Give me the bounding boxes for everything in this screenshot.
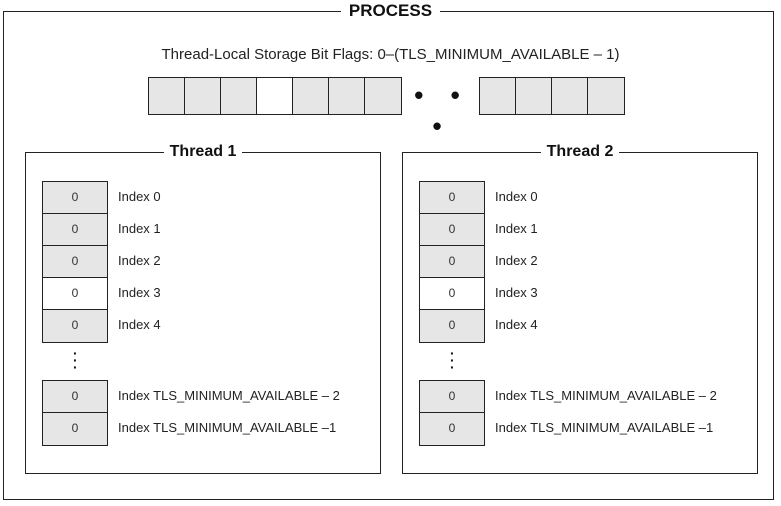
vertical-ellipsis: ··· [450,345,455,375]
tls-bit-flag-cell [293,78,329,114]
tls-slot-index-label: Index 0 [118,189,161,204]
tls-slot-index-label: Index TLS_MINIMUM_AVAILABLE –1 [495,420,714,435]
tls-slot-value: 0 [420,413,484,445]
tls-bit-flag-cell [221,78,257,114]
tls-bit-flag-cell [149,78,185,114]
tls-slot-index-label: Index 3 [495,285,538,300]
tls-slot-index-label: Index 2 [118,253,161,268]
tls-bit-flag-cell [257,78,293,114]
tls-bit-flag-cell [516,78,552,114]
tls-slot-index-label: Index 0 [495,189,538,204]
tls-slot-value: 0 [420,278,484,310]
tls-slot-index-label: Index 4 [495,317,538,332]
vertical-ellipsis: ··· [73,345,78,375]
tls-bit-flag-cell [552,78,588,114]
tls-slot-index-label: Index 1 [495,221,538,236]
tls-slot-value: 0 [43,278,107,310]
thread-title: Thread 2 [403,141,757,163]
thread-title: Thread 1 [26,141,380,163]
tls-slot-value: 0 [420,214,484,246]
process-title-text: PROCESS [340,1,441,20]
tls-bit-flag-cell [365,78,401,114]
tls-bit-flags-label: Thread-Local Storage Bit Flags: 0–(TLS_M… [161,46,620,63]
tls-bit-flags-group-right [479,77,625,115]
tls-slot-value: 0 [43,381,107,413]
tls-bit-flag-cell [480,78,516,114]
tls-slot-index-label: Index 1 [118,221,161,236]
tls-slot-value: 0 [420,182,484,214]
tls-slot-index-label: Index 4 [118,317,161,332]
tls-slot-index-label: Index TLS_MINIMUM_AVAILABLE – 2 [118,388,340,403]
tls-slot-value: 0 [43,310,107,342]
tls-slot-value: 0 [420,246,484,278]
tls-bit-flag-cell [329,78,365,114]
tls-bit-flags-group-left [148,77,402,115]
tls-slot-value: 0 [43,214,107,246]
process-title: PROCESS [0,0,781,22]
tls-slot-value: 0 [420,381,484,413]
tls-slot-index-label: Index TLS_MINIMUM_AVAILABLE –1 [118,420,337,435]
thread-title-text: Thread 1 [163,143,243,160]
tls-bit-flag-cell [185,78,221,114]
tls-bit-flag-cell [588,78,624,114]
tls-slot-index-label: Index 3 [118,285,161,300]
tls-slot-index-label: Index 2 [495,253,538,268]
tls-slot-value: 0 [43,246,107,278]
tls-slot-value: 0 [43,413,107,445]
thread-title-text: Thread 2 [540,143,620,160]
tls-slot-index-label: Index TLS_MINIMUM_AVAILABLE – 2 [495,388,717,403]
tls-slot-value: 0 [420,310,484,342]
tls-slot-value: 0 [43,182,107,214]
tls-bit-flags-ellipsis: • • • [414,80,470,141]
